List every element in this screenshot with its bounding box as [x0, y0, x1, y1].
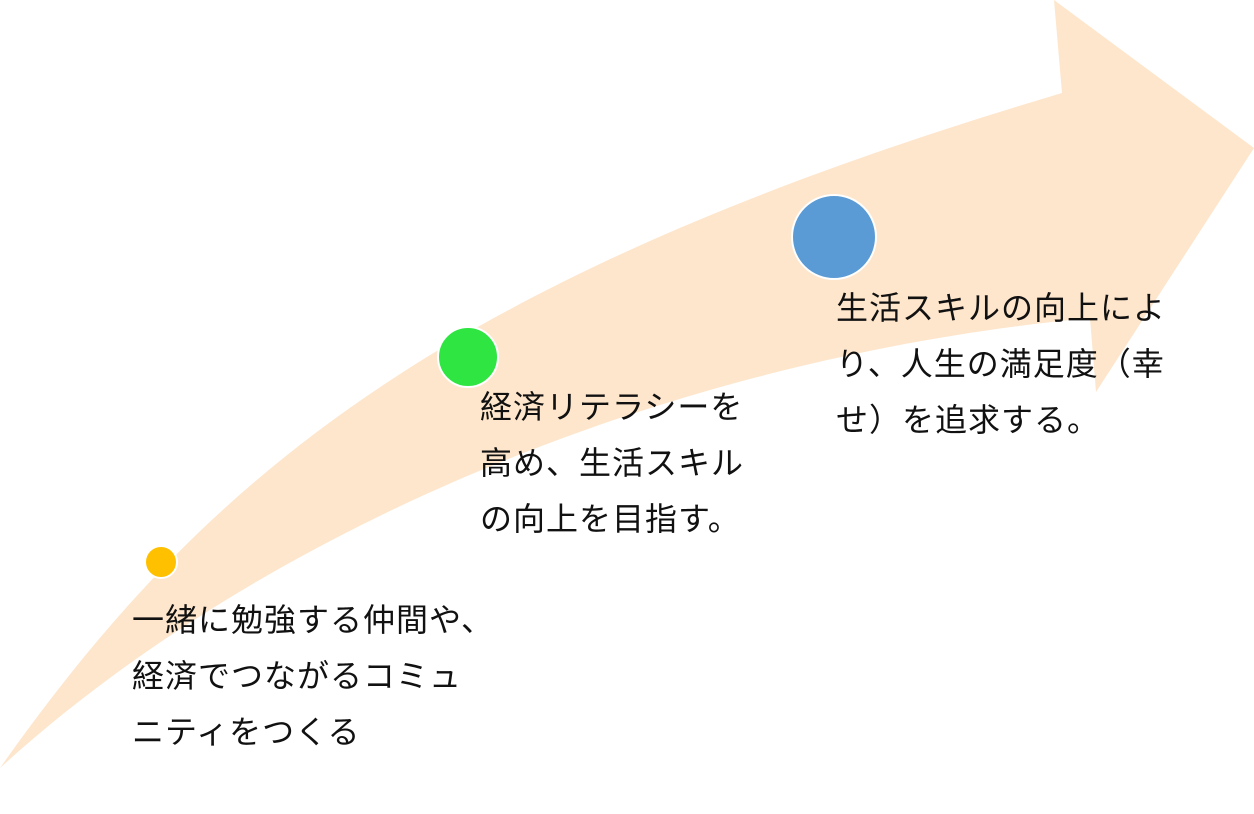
step-3-label: 生活スキルの向上によ り、人生の満足度（幸 せ）を追求する。	[836, 280, 1166, 448]
step-1-line-1: 一緒に勉強する仲間や、	[132, 601, 495, 639]
step-3-line-3: せ）を追求する。	[836, 401, 1101, 439]
step-2-label: 経済リテラシーを 高め、生活スキル の向上を目指す。	[480, 379, 744, 547]
step-1-label: 一緒に勉強する仲間や、 経済でつながるコミュ ニティをつくる	[132, 592, 494, 760]
step-2-dot	[437, 326, 499, 388]
step-2-line-3: の向上を目指す。	[480, 500, 741, 538]
step-1-line-2: 経済でつながるコミュ	[132, 657, 463, 695]
step-2-line-1: 経済リテラシーを	[480, 388, 744, 426]
step-3-dot	[791, 194, 877, 280]
step-1-line-3: ニティをつくる	[132, 713, 361, 751]
step-3-line-1: 生活スキルの向上によ	[836, 289, 1167, 327]
step-1-dot	[144, 545, 178, 579]
step-2-line-2: 高め、生活スキル	[480, 444, 745, 482]
curved-arrow	[0, 0, 1254, 768]
step-3-line-2: り、人生の満足度（幸	[836, 345, 1165, 383]
